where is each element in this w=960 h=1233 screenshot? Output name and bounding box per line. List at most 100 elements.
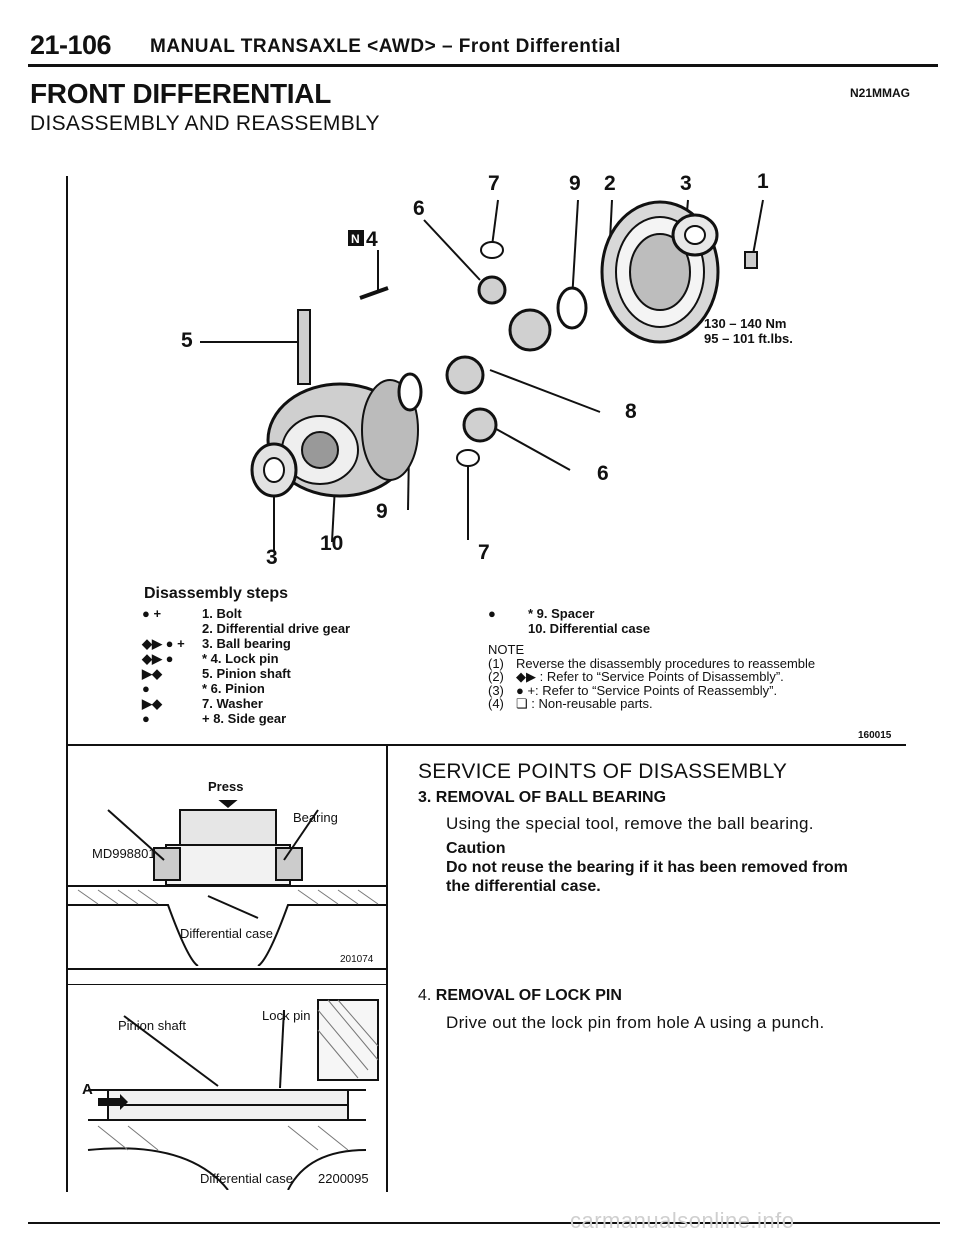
step-text: * 9. Spacer (528, 606, 595, 621)
step-mark: ◆▶ ● (142, 651, 174, 666)
callout-7-bottom: 7 (478, 541, 490, 564)
note-text: Reverse the disassembly procedures to re… (516, 655, 816, 671)
note-2: (2) ◆▶ : Refer to “Service Points of Disa… (488, 670, 815, 684)
step-mark: ● + (142, 606, 162, 621)
callout-5: 5 (181, 329, 193, 352)
step-9: ● * 9. Spacer (488, 606, 650, 621)
note-1: (1) Reverse the disassembly procedures to… (488, 655, 816, 671)
step-text: * 4. Lock pin (202, 651, 279, 666)
step-text: * 6. Pinion (202, 681, 265, 696)
torque-nm: 130 – 140 Nm (704, 316, 787, 331)
figure-divider (68, 968, 386, 970)
note-text: ● +: Refer to “Service Points of Reassem… (516, 682, 778, 698)
service-points-heading: SERVICE POINTS OF DISASSEMBLY (418, 760, 788, 783)
callout-1: 1 (757, 170, 769, 193)
page-number: 21-106 (30, 30, 112, 60)
item4-num: 4. (418, 987, 432, 1004)
lockpin-figure-number: 2200095 (318, 1171, 369, 1186)
press-figure-number: 201074 (340, 954, 374, 965)
note-block: NOTE (1) Reverse the disassembly procedur… (488, 643, 815, 711)
step-text: 7. Washer (202, 696, 263, 711)
callout-4: 4 (366, 228, 378, 251)
step-mark: ▶◆ (142, 696, 162, 711)
callout-8: 8 (625, 400, 637, 423)
step-mark: ▶◆ (142, 666, 162, 681)
note-num: (3) (488, 682, 504, 698)
step-mark: ● (142, 681, 150, 696)
pinion-shaft-label: Pinion shaft (118, 1018, 186, 1033)
item4-heading: 4. REMOVAL OF LOCK PIN (418, 987, 622, 1005)
note-text: ◆▶ : Refer to “Service Points of Disasse… (516, 669, 784, 684)
hole-a-label: A (82, 1081, 93, 1098)
step-mark: ● (488, 606, 496, 621)
item3-title: 3. REMOVAL OF BALL BEARING (418, 789, 667, 806)
steps-right: ● * 9. Spacer 10. Differential case (488, 606, 650, 636)
tool-label: MD998801 (92, 846, 156, 861)
caution-block: Caution Do not reuse the bearing if it h… (446, 839, 848, 896)
step-text: + 8. Side gear (202, 711, 287, 726)
svg-text:N: N (351, 232, 360, 246)
callout-9-top: 9 (569, 172, 581, 195)
item4-title: REMOVAL OF LOCK PIN (435, 987, 622, 1004)
press-label: Press (208, 779, 244, 794)
figure-column-right-line (386, 746, 388, 1192)
note-4: (4) ❏ : Non-reusable parts. (488, 697, 815, 711)
press-case-label: Differential case (180, 926, 273, 941)
press-figure (68, 800, 386, 966)
note-num: (1) (488, 655, 504, 671)
footer-rule (28, 1222, 940, 1224)
subsection-title: DISASSEMBLY AND REASSEMBLY (30, 112, 380, 135)
callout-6-bottom: 6 (597, 462, 609, 485)
note-num: (4) (488, 696, 504, 711)
callout-3-top: 3 (680, 172, 692, 195)
step-1: ● + 1. Bolt (142, 606, 350, 621)
caution-line-1: Do not reuse the bearing if it has been … (446, 859, 848, 876)
callout-10: 10 (320, 532, 344, 555)
step-text: 2. Differential drive gear (202, 621, 351, 636)
section-code: N21MMAG (850, 86, 911, 100)
steps-left: ● + 1. Bolt 2. Differential drive gear ◆▶… (142, 606, 350, 726)
left-frame-line (66, 176, 68, 1192)
diagram-figure-number: 160015 (858, 730, 892, 741)
step-7: ▶◆ 7. Washer (142, 696, 350, 711)
step-3: ◆▶ ● + 3. Ball bearing (142, 636, 350, 651)
note-heading: NOTE (488, 642, 525, 657)
section-title: FRONT DIFFERENTIAL (30, 78, 332, 109)
step-text: 1. Bolt (202, 606, 242, 621)
lockpin-case-label: Differential case (200, 1171, 293, 1186)
callout-3-bottom: 3 (266, 546, 278, 569)
step-8: ● + 8. Side gear (142, 711, 350, 726)
step-10: 10. Differential case (488, 621, 650, 636)
caution-line-2: the differential case. (446, 878, 601, 895)
step-6: ● * 6. Pinion (142, 681, 350, 696)
step-mark (488, 621, 528, 636)
callout-6-top: 6 (413, 197, 425, 220)
callout-9-bottom: 9 (376, 500, 388, 523)
torque-spec: 130 – 140 Nm 95 – 101 ft.lbs. (704, 316, 793, 346)
item4-body: Drive out the lock pin from hole A using… (446, 1013, 825, 1032)
watermark: carmanualsonline.info (570, 1208, 795, 1233)
note-num: (2) (488, 669, 504, 684)
bearing-label: Bearing (293, 810, 338, 825)
note-text: ❏ : Non-reusable parts. (516, 696, 653, 711)
item3-body: Using the special tool, remove the ball … (446, 814, 814, 833)
step-5: ▶◆ 5. Pinion shaft (142, 666, 350, 681)
step-text: 10. Differential case (528, 621, 651, 636)
lockpin-figure (87, 999, 379, 1190)
figure-divider-2 (68, 984, 386, 985)
step-text: 5. Pinion shaft (202, 666, 291, 681)
lock-pin-label: Lock pin (262, 1008, 311, 1023)
diagram-bottom-rule (66, 744, 906, 746)
callout-7-top: 7 (488, 172, 500, 195)
header-rule (28, 64, 938, 67)
note-3: (3) ● +: Refer to “Service Points of Reas… (488, 682, 815, 698)
step-text: 3. Ball bearing (202, 636, 291, 651)
torque-ftlbs: 95 – 101 ft.lbs. (704, 331, 793, 346)
callout-2: 2 (604, 172, 616, 195)
step-mark: ◆▶ ● + (142, 636, 185, 651)
step-mark: ● (142, 711, 150, 726)
step-4: ◆▶ ● * 4. Lock pin (142, 651, 350, 666)
step-mark (142, 621, 202, 636)
header-title: MANUAL TRANSAXLE <AWD> – Front Different… (150, 36, 621, 57)
exploded-diagram: N (200, 199, 764, 552)
